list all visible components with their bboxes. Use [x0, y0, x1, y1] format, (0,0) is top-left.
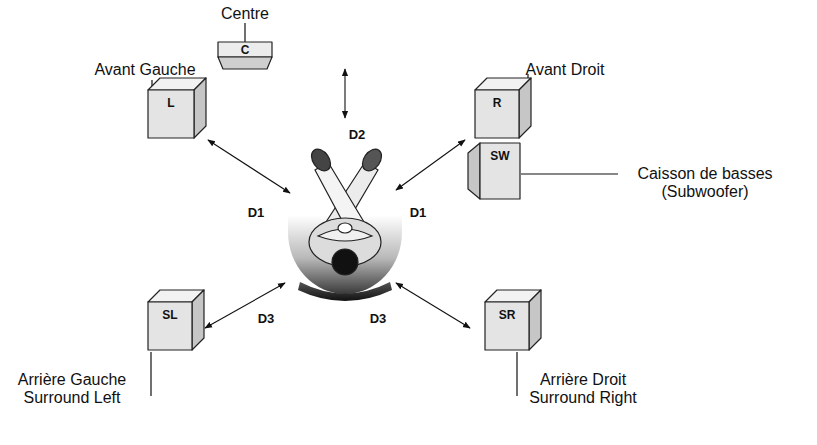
- distance-label: D3: [369, 311, 388, 326]
- speaker-box: SLArrière Gauche Surround Left: [148, 290, 204, 350]
- crossed-legs: [308, 146, 386, 226]
- speaker-letter: SW: [490, 149, 509, 163]
- speaker-shape: [148, 78, 206, 138]
- distance-label: D3: [257, 311, 276, 326]
- speaker-name: Arrière Gauche Surround Left: [2, 371, 142, 407]
- speaker-name: Avant Gauche: [80, 61, 210, 79]
- torso: [309, 218, 381, 275]
- leader-lines: [151, 23, 618, 396]
- distance-label: D1: [409, 205, 428, 220]
- speaker-letter: C: [241, 43, 250, 57]
- distance-label: D1: [247, 205, 266, 220]
- speaker-box: SRArrière Droit Surround Right: [485, 290, 541, 350]
- chair: [288, 215, 402, 301]
- speaker-name: Centre: [185, 5, 305, 23]
- speaker-box: CentreC: [218, 42, 272, 69]
- speaker-name: Avant Droit: [505, 61, 625, 79]
- speaker-name: Arrière Droit Surround Right: [513, 371, 653, 407]
- speaker-shape: [475, 78, 531, 138]
- speaker-name: Caisson de basses (Subwoofer): [620, 165, 790, 201]
- speaker-box: Avant DroitR: [475, 78, 531, 138]
- distance-arrows: [205, 69, 470, 328]
- speaker-box: SWCaisson de basses (Subwoofer): [468, 143, 520, 199]
- speaker-box: Avant GaucheL: [148, 78, 206, 138]
- speaker-letter: SR: [499, 308, 516, 322]
- speaker-letter: R: [493, 96, 502, 110]
- speaker-letter: L: [167, 96, 174, 110]
- distance-label: D2: [348, 127, 367, 142]
- speaker-letter: SL: [162, 308, 177, 322]
